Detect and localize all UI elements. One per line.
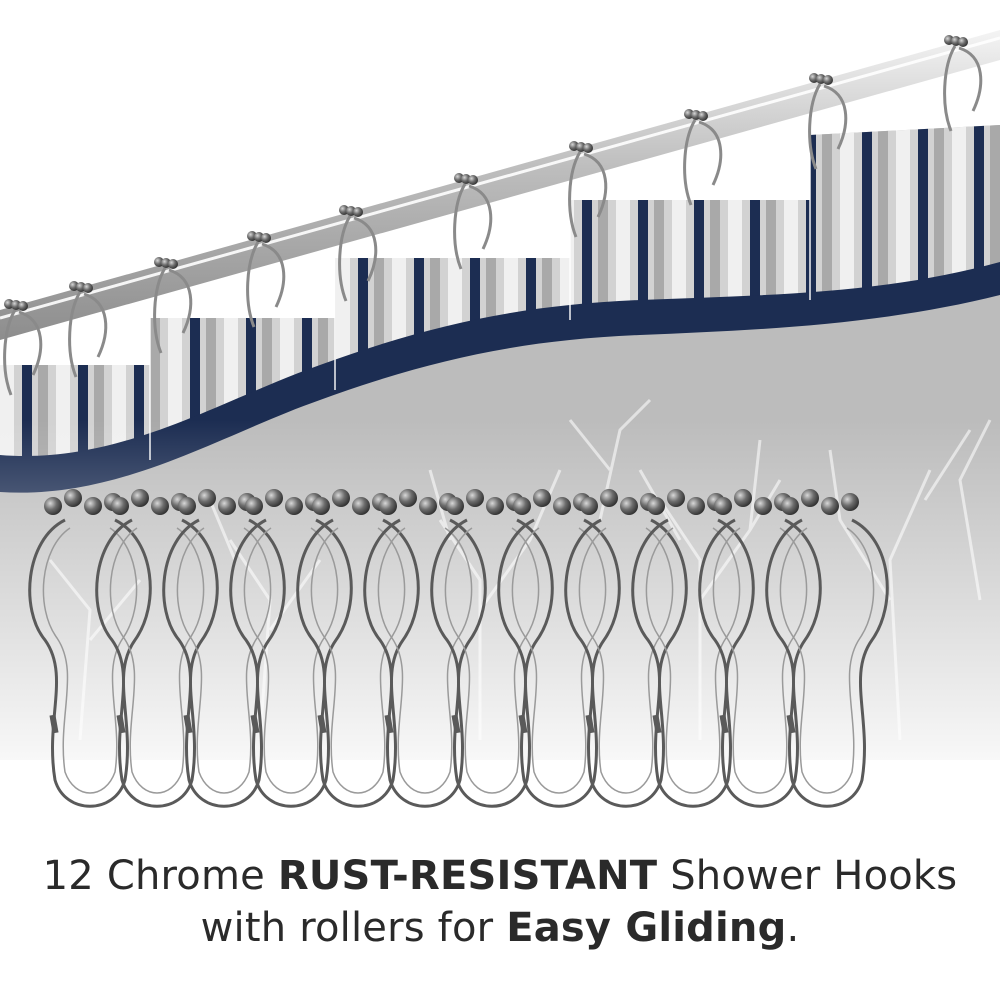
product-caption: 12 Chrome RUST-RESISTANT Shower Hooks wi…: [0, 850, 1000, 954]
shower-curtain: [0, 125, 1000, 1000]
caption-emphasis-easy-gliding: Easy Gliding: [506, 905, 787, 951]
rod-hook: [338, 205, 378, 302]
rod-hook: [568, 141, 608, 238]
shower-hook: [363, 489, 487, 808]
rod-hook: [808, 73, 848, 170]
rod-hook: [153, 257, 193, 354]
caption-line-2: with rollers for Easy Gliding.: [200, 905, 800, 951]
rod-hook: [943, 35, 983, 132]
rod-hook: [68, 281, 108, 378]
shower-hook: [229, 489, 353, 808]
caption-line-1: 12 Chrome RUST-RESISTANT Shower Hooks: [42, 853, 958, 899]
shower-hook: [95, 489, 219, 808]
shower-hook: [765, 489, 889, 808]
rod-hook: [683, 109, 723, 206]
caption-emphasis-rust-resistant: RUST-RESISTANT: [277, 853, 658, 899]
rod-hook: [453, 173, 493, 270]
rod-hook: [246, 231, 286, 328]
loose-hooks-row: [28, 489, 889, 808]
rod-hooks: [3, 35, 983, 396]
rod-hook: [3, 299, 43, 396]
